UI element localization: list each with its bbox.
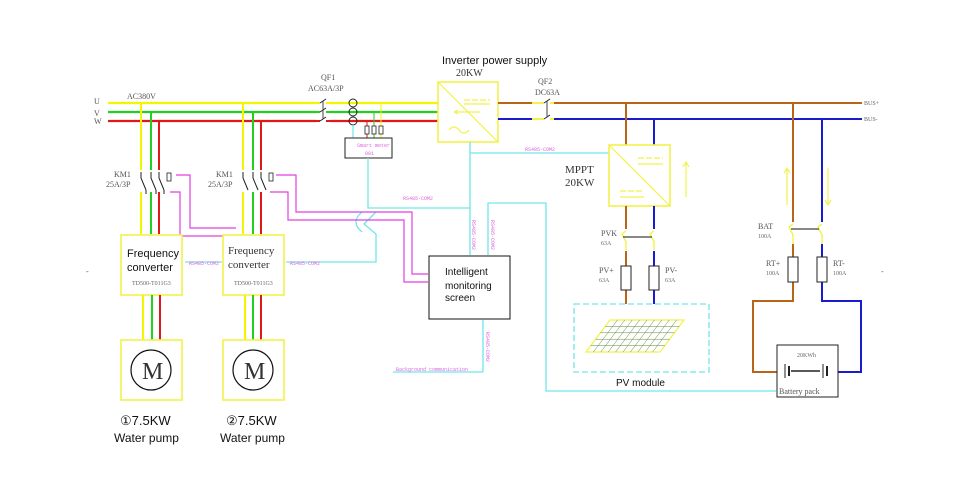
fuse-icon (364, 125, 370, 135)
mppt-title: MPPT (565, 164, 594, 176)
up-arrow-icon (682, 160, 690, 197)
fc1-model: TD500-T011G3 (132, 281, 171, 287)
battery-branch: BAT 100A RT+ 100A RT- 100A 20KWh Battery… (752, 103, 862, 398)
pump2-name: Water pump (220, 431, 285, 445)
frequency-converter-1 (120, 234, 183, 296)
motor-1-symbol: M (142, 359, 163, 385)
fc2-model: TD500-T011G3 (234, 281, 273, 287)
bat-name: BAT (758, 222, 773, 231)
rt-minus-fuse (816, 256, 828, 283)
battery-name: Battery pack (779, 387, 820, 396)
monitor-line1: Intelligent (445, 267, 488, 278)
rs485-label-mppt: RS485-COM2 (525, 147, 555, 153)
rs485-label-fc1: RS485-COM2 (189, 261, 219, 267)
km1-b-name: KM1 (216, 170, 233, 179)
mppt-power: 20KW (565, 177, 595, 189)
rt-plus-rating: 100A (766, 271, 780, 277)
pv-module: PV module (573, 303, 710, 389)
pvk-name: PVK (601, 229, 617, 238)
qf1-rating: AC63A/3P (308, 84, 344, 93)
up-arrow-icon (783, 166, 791, 205)
pv-minus-fuse (648, 265, 660, 291)
rt-plus-name: RT+ (766, 259, 781, 268)
rs485-label-background: RS485-COM2 (484, 332, 490, 362)
qf2-name: QF2 (538, 77, 552, 86)
pump-branch-1: KM1 25A/3P Frequency converter TD500-T01… (106, 103, 183, 445)
current-transformer-icon (348, 107, 358, 117)
pv-plus-rating: 63A (599, 278, 610, 284)
fc2-line1: Frequency (228, 245, 275, 257)
bus-minus-label: BUS- (864, 117, 878, 123)
phase-w-label: W (94, 117, 102, 126)
rt-minus-name: RT- (833, 259, 845, 268)
inverter-title: Inverter power supply (442, 55, 548, 67)
supply-voltage-label: AC380V (127, 92, 156, 101)
qf2-breaker: QF2 DC63A (532, 77, 560, 123)
frequency-converter-2 (222, 234, 285, 296)
battery-capacity: 20KWh (797, 353, 816, 359)
fuse-icon (378, 125, 384, 135)
fc1-line1: Frequency (127, 248, 179, 260)
background-comm-label: Background communication (396, 367, 468, 373)
smart-meter-label: Smart meter (357, 143, 390, 149)
rs485-label-meter: RS485-COM2 (403, 196, 433, 202)
smart-meter-group: Smart meter 001 (344, 98, 393, 200)
monitor-line3: screen (445, 293, 475, 304)
pv-plus-name: PV+ (599, 266, 614, 275)
fuse-icon (371, 125, 377, 135)
pvk-rating: 63A (601, 241, 612, 247)
km1-b-rating: 25A/3P (208, 180, 233, 189)
fc1-line2: converter (127, 262, 173, 274)
monitor-box (428, 255, 511, 320)
pump2-power: ②7.5KW (226, 413, 277, 428)
rt-minus-rating: 100A (833, 271, 847, 277)
phase-u-label: U (94, 97, 100, 106)
right-edge-mark: - (881, 267, 884, 276)
rs485-label-monitor-b: RS485-COM2 (489, 220, 495, 250)
motor-icon (232, 349, 274, 391)
motor-2-symbol: M (244, 359, 265, 385)
mppt: MPPT 20KW PVK 63A PV+ 63A PV- 63A (565, 103, 690, 304)
bat-rating: 100A (758, 234, 772, 240)
dc-bus: BUS+ BUS- (498, 101, 880, 123)
battery-icon (784, 364, 828, 378)
pv-plus-fuse (620, 265, 632, 291)
left-edge-mark: - (86, 267, 89, 276)
motor-icon (130, 349, 172, 391)
inverter: Inverter power supply 20KW (437, 55, 548, 143)
intelligent-monitoring-screen: Intelligent monitoring screen (428, 255, 511, 320)
inverter-power: 20KW (456, 68, 483, 79)
pump1-power: ①7.5KW (120, 413, 171, 428)
qf1-breaker: QF1 AC63A/3P (308, 73, 344, 125)
coil-icon (166, 172, 172, 182)
coil-icon (268, 172, 274, 182)
qf2-rating: DC63A (535, 88, 560, 97)
phase-v-label: V (94, 109, 100, 118)
qf1-name: QF1 (321, 73, 335, 82)
smart-meter-id: 001 (365, 151, 374, 157)
pump1-name: Water pump (114, 431, 179, 445)
monitor-line2: monitoring (445, 281, 492, 292)
down-arrow-icon (824, 168, 832, 207)
comm-lines (185, 142, 776, 392)
pump-branch-2: KM1 25A/3P Frequency converter TD500-T01… (208, 103, 285, 445)
rt-plus-fuse (787, 256, 799, 283)
signal-wires (170, 174, 428, 283)
rs485-label-monitor-a: RS485-COM2 (470, 220, 476, 250)
bus-plus-label: BUS+ (864, 101, 880, 107)
fc2-line2: converter (228, 259, 270, 271)
rs485-label-fc2: RS485-COM2 (290, 261, 320, 267)
pv-minus-name: PV- (665, 266, 677, 275)
km1-a-name: KM1 (114, 170, 131, 179)
pv-module-label: PV module (616, 378, 665, 389)
three-phase-bus: U V W AC380V (94, 92, 438, 126)
pv-minus-rating: 63A (665, 278, 676, 284)
current-transformer-icon (348, 98, 358, 108)
km1-a-rating: 25A/3P (106, 180, 131, 189)
